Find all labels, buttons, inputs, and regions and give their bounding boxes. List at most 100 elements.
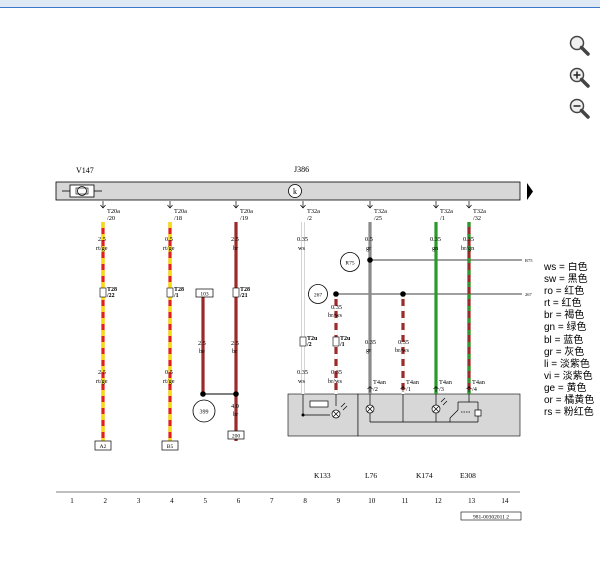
pin-label-6-conn: T32a	[440, 208, 453, 215]
svg-text:T2u: T2u	[307, 336, 318, 342]
spec-col10-size: 0.5	[365, 236, 373, 243]
legend-row: rs = 粉红色	[544, 407, 600, 419]
arrow-continue-icon	[527, 183, 533, 200]
spec-col2b-color: rt/ge	[96, 378, 108, 385]
zoom-out-icon	[569, 98, 590, 119]
connector-t4an-3: T4an /3	[433, 379, 453, 393]
label-k133: K133	[314, 471, 331, 480]
junction-267	[333, 291, 339, 297]
ref-circle-267-label: 267	[314, 293, 323, 299]
spec-col6b-color: br	[232, 348, 238, 355]
column-number: 10	[368, 497, 376, 505]
doc-id: 981-00302011 2	[473, 515, 509, 521]
legend-code: rs	[544, 407, 553, 419]
legend-row: sw = 黑色	[544, 274, 600, 286]
pin-label-5-pin: /25	[374, 215, 382, 222]
lamp-k174-icon	[402, 394, 448, 422]
pin-label-4-pin: /2	[307, 215, 312, 222]
spec-col5-color: be	[199, 348, 205, 355]
spec-col4b-size: 0.5	[165, 369, 173, 376]
column-number: 3	[137, 497, 141, 505]
pin-label-7-conn: T32a	[473, 208, 486, 215]
ref-r75: R75	[525, 258, 533, 263]
ref-circle-399	[192, 399, 216, 423]
magnifier-icon	[569, 35, 590, 56]
connector-t2u-2: T2u /2	[299, 336, 318, 348]
spec-col9-color: br/ws	[328, 312, 343, 319]
svg-text:/1: /1	[339, 342, 345, 348]
legend-row: ws = 白色	[544, 262, 600, 274]
spec-col11-color: br/ws	[395, 347, 410, 354]
spec-col6-size: 2.5	[231, 236, 239, 243]
pin-label-1-conn: T20a	[107, 208, 120, 215]
spec-col10b-size: 0.35	[365, 339, 376, 346]
pin-label-2-conn: T20a	[174, 208, 187, 215]
pin-label-6-pin: /1	[440, 215, 445, 222]
legend-row: bl = 蓝色	[544, 335, 600, 347]
label-v147: V147	[76, 166, 94, 175]
legend-text: = 绿色	[557, 322, 587, 334]
legend-text: = 红色	[555, 286, 585, 298]
svg-text:A2: A2	[100, 444, 107, 450]
legend-row: gr = 灰色	[544, 347, 600, 359]
svg-text:T4an: T4an	[472, 379, 486, 386]
k133-symbol	[302, 394, 348, 419]
svg-text:/4: /4	[472, 386, 478, 393]
connector-t4an-4: T4an /4	[466, 379, 486, 393]
spec-col8b-color: ws	[298, 378, 306, 385]
zoom-reset-button[interactable]	[568, 34, 594, 58]
legend-row: or = 橘黄色	[544, 395, 600, 407]
window-top-bar	[0, 0, 600, 8]
spec-col10-color: gr	[366, 245, 372, 252]
legend-text: = 红色	[552, 298, 582, 310]
legend-code: ge	[544, 382, 556, 394]
spec-col12-size: 0.35	[430, 236, 441, 243]
box-103: 103	[195, 288, 214, 298]
legend-code: gn	[544, 322, 556, 334]
column-number: 9	[337, 497, 341, 505]
column-number: 12	[435, 497, 443, 505]
label-e308: E308	[460, 471, 476, 480]
legend-code: ws	[544, 262, 557, 273]
legend-text: = 黑色	[559, 274, 588, 286]
legend-code: li	[544, 358, 549, 370]
svg-text:T28: T28	[107, 287, 117, 293]
svg-text:/22: /22	[106, 293, 115, 299]
column-number: 4	[170, 497, 174, 505]
legend-code: bl	[544, 334, 552, 346]
svg-text:T28: T28	[174, 287, 184, 293]
column-number: 14	[501, 497, 509, 505]
spec-col12-color: gn	[432, 245, 439, 252]
pin-label-4-conn: T32a	[307, 208, 320, 215]
legend-text: = 橘黄色	[555, 395, 595, 407]
svg-text:/3: /3	[439, 386, 444, 393]
pin-label-2-pin: /18	[174, 215, 182, 222]
legend-row: vi = 淡紫色	[544, 371, 600, 383]
legend-text: = 灰色	[555, 346, 585, 358]
spec-col9b-color: br/ws	[328, 378, 343, 385]
legend-text: = 淡紫色	[554, 370, 593, 382]
zoom-in-button[interactable]	[568, 66, 594, 90]
spec-col6c-color: br	[233, 411, 239, 418]
spec-col4-size: 0.5	[165, 236, 173, 243]
legend-text: = 黄色	[557, 382, 587, 394]
legend-row: ge = 黄色	[544, 383, 600, 395]
key-icon: k	[288, 184, 302, 198]
pin-label-3-pin: /19	[240, 215, 248, 222]
svg-text:200: 200	[232, 434, 241, 440]
junction-267-col11	[400, 291, 406, 297]
label-l76: L76	[365, 471, 377, 480]
ref-circle-r75-label: R75	[345, 261, 354, 267]
label-j386: J386	[294, 165, 309, 174]
svg-text:T2u: T2u	[340, 336, 351, 342]
pin-label-5-conn: T32a	[374, 208, 387, 215]
legend-row: rt = 红色	[544, 298, 600, 310]
column-number: 13	[468, 497, 476, 505]
connector-t28-22: T28 /22	[99, 287, 117, 299]
zoom-in-icon	[569, 67, 590, 88]
legend-code: vi	[544, 370, 552, 382]
switch-e308-icon	[436, 394, 482, 423]
zoom-out-button[interactable]	[568, 97, 594, 121]
ground-200: 200	[227, 430, 245, 440]
legend-row: ro = 红色	[544, 286, 600, 298]
